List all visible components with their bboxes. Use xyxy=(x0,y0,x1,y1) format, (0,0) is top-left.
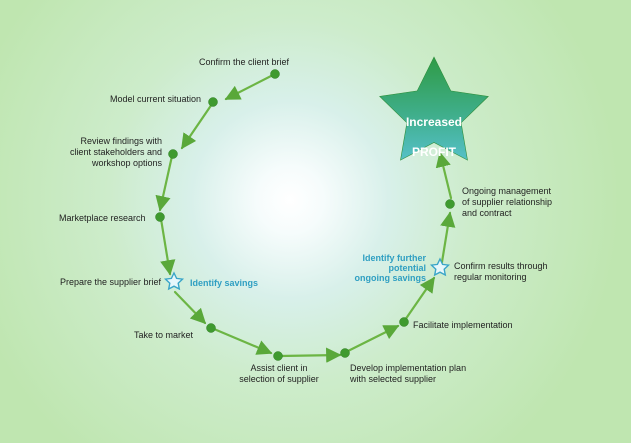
step-node-ongoing-management xyxy=(445,199,455,209)
step-label-marketplace-research: Marketplace research xyxy=(59,213,146,223)
goal-line-2: PROFIT xyxy=(412,145,456,159)
step-label-facilitate: Facilitate implementation xyxy=(413,320,513,330)
flow-arrows xyxy=(155,73,456,363)
step-label-develop-plan: Develop implementation plan with selecte… xyxy=(350,363,467,384)
step-node-review-findings xyxy=(168,149,178,159)
step-label-prepare-supplier-brief: Prepare the supplier brief xyxy=(60,277,162,287)
step-node-model-situation xyxy=(208,97,218,107)
step-node-facilitate xyxy=(399,317,409,327)
step-node-confirm-brief xyxy=(270,69,280,79)
goal-line-1: Increased xyxy=(405,115,463,129)
goal-label: Increased PROFIT xyxy=(398,100,470,160)
step-label-assist-client: Assist client in selection of supplier xyxy=(239,363,319,384)
step-nodes xyxy=(155,69,455,361)
step-label-confirm-results: Confirm results through regular monitori… xyxy=(454,261,548,282)
identify-further-savings-label: Identify further potential ongoing savin… xyxy=(354,253,426,283)
step-label-confirm-brief: Confirm the client brief xyxy=(199,57,290,67)
identify-savings-label: Identify savings xyxy=(190,278,259,288)
step-node-marketplace-research xyxy=(155,212,165,222)
identify-savings-star-icon xyxy=(163,271,185,291)
step-label-ongoing-management: Ongoing management of supplier relations… xyxy=(462,186,553,218)
step-node-assist-client xyxy=(273,351,283,361)
step-label-review-findings: Review findings with client stakeholders… xyxy=(69,136,162,168)
identify-further-savings-star-icon xyxy=(429,257,451,277)
increased-profit-star-icon xyxy=(379,56,489,161)
step-node-develop-plan xyxy=(340,348,350,358)
step-label-take-to-market: Take to market xyxy=(134,330,194,340)
step-label-model-situation: Model current situation xyxy=(110,94,202,104)
step-node-take-to-market xyxy=(206,323,216,333)
